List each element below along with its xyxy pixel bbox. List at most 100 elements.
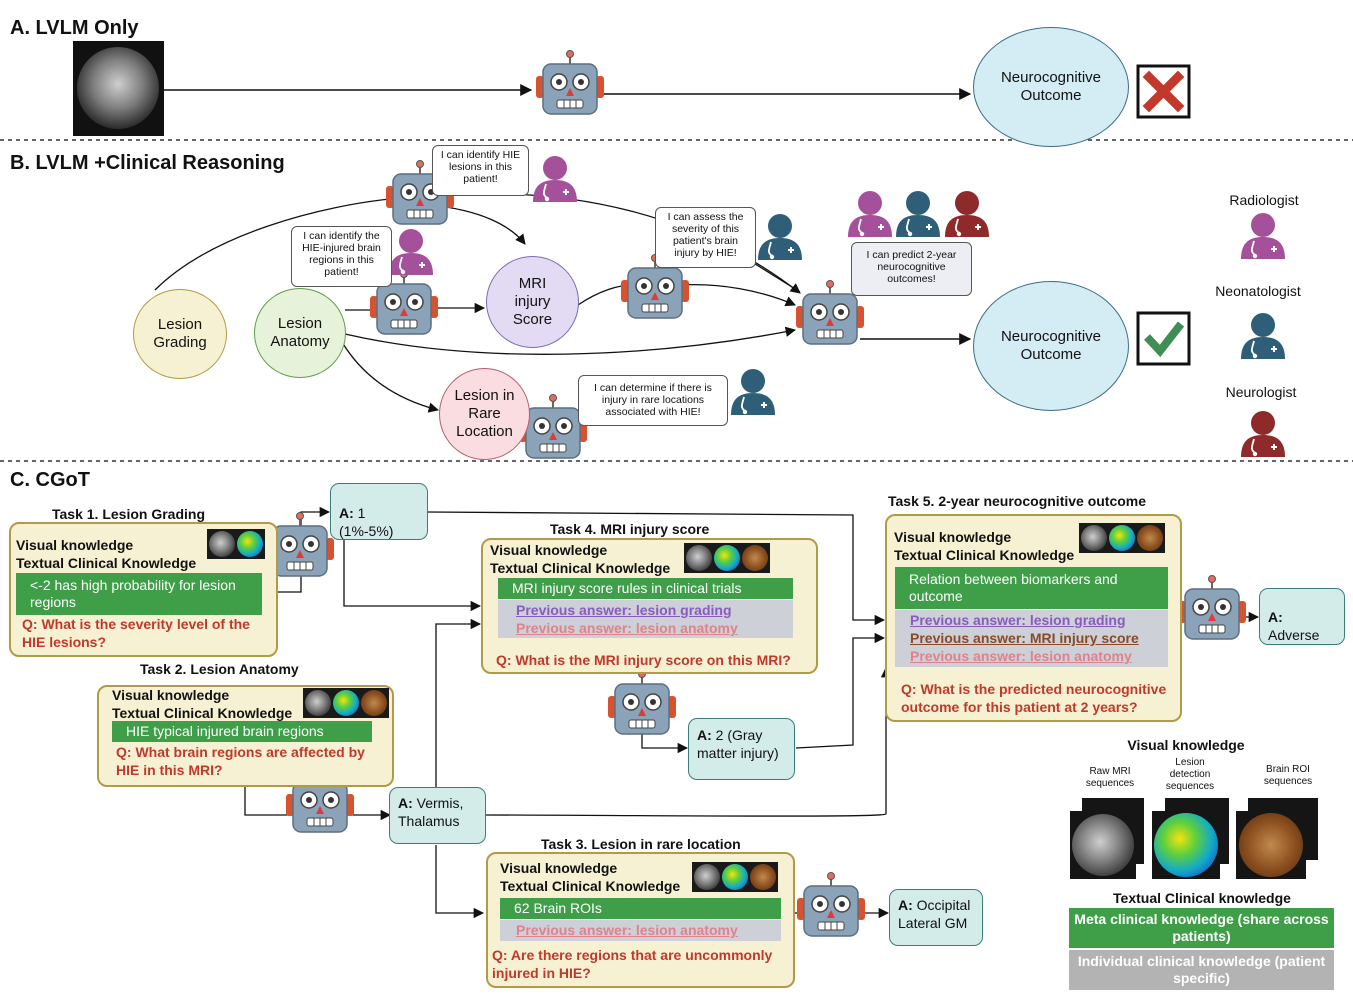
lesion-grading-node: Lesion Grading: [133, 289, 227, 379]
roi-thumb: [361, 690, 387, 716]
role-label-neurologist: Neurologist: [1225, 384, 1297, 400]
previous-answer-link[interactable]: Previous answer: lesion anatomy: [516, 922, 738, 938]
answer-prefix: A:: [398, 795, 413, 811]
node-label: Lesion Grading: [153, 316, 207, 351]
legend-detection-label: Lesion detection sequences: [1165, 757, 1215, 792]
robot-icon: [1177, 574, 1247, 640]
visual-thumbnails: [1079, 523, 1165, 553]
detection-thumb: [1109, 525, 1135, 551]
clinical-knowledge-bar: <-2 has high probability for lesion regi…: [16, 573, 262, 615]
section-b-title: B. LVLM +Clinical Reasoning: [10, 152, 285, 174]
neonatologist-icon: [730, 368, 776, 416]
detection-stack: [1152, 811, 1220, 879]
speech-bubble: I can identify the HIE-injured brain reg…: [291, 226, 392, 287]
individual-knowledge-bar: Individual clinical knowledge (patient s…: [1069, 950, 1334, 990]
detection-thumb: [714, 545, 740, 571]
task-title: Task 4. MRI injury score: [550, 521, 710, 537]
previous-answer-link[interactable]: Previous answer: MRI injury score: [910, 630, 1139, 646]
previous-answer-link[interactable]: Previous answer: lesion grading: [910, 612, 1126, 628]
mri-thumb: [1081, 525, 1107, 551]
previous-answer-link[interactable]: Previous answer: lesion grading: [516, 602, 732, 618]
robot-icon: [518, 393, 588, 459]
patient-knowledge-bar: [498, 600, 793, 638]
role-label-radiologist: Radiologist: [1229, 192, 1299, 208]
previous-answer-link[interactable]: Previous answer: lesion anatomy: [910, 648, 1132, 664]
detection-thumb: [237, 531, 263, 557]
clinical-knowledge-bar: 62 Brain ROIs: [500, 898, 781, 919]
answer-text: Occipital Lateral GM: [898, 897, 971, 931]
section-c-title: C. CGoT: [10, 469, 90, 491]
visual-knowledge-label: Visual knowledge: [894, 529, 1012, 545]
answer-text: Vermis, Thalamus: [398, 795, 464, 829]
roi-thumb: [742, 545, 768, 571]
textual-knowledge-label: Textual Clinical Knowledge: [112, 705, 293, 721]
detection-thumb: [1154, 813, 1218, 877]
textual-knowledge-label: Textual Clinical Knowledge: [500, 878, 681, 894]
neurologist-icon: [944, 190, 990, 238]
visual-thumbnails: [303, 688, 389, 718]
cross-icon: [1142, 70, 1185, 113]
mri-thumb: [686, 545, 712, 571]
mri-thumb: [694, 864, 720, 890]
task-title: Task 3. Lesion in rare location: [541, 836, 741, 852]
answer-prefix: A:: [898, 897, 913, 913]
radiologist-icon: [847, 190, 893, 238]
task-title: Task 5. 2-year neurocognitive outcome: [888, 493, 1147, 509]
outcome-label: Neurocognitive Outcome: [1000, 69, 1102, 104]
answer-text: 2 (Gray matter injury): [697, 727, 779, 761]
visual-thumbnails: [207, 529, 265, 559]
patient-knowledge-bar: [895, 610, 1168, 667]
visual-thumbnails: [684, 543, 770, 573]
roi-thumb: [1239, 813, 1303, 877]
speech-bubble: I can determine if there is injury in ra…: [578, 375, 728, 426]
radiologist-icon: [388, 228, 434, 276]
mri-thumb: [209, 531, 235, 557]
speech-bubble: I can assess the severity of this patien…: [655, 207, 756, 268]
clinical-knowledge-bar: Relation between biomarkers and outcome: [895, 567, 1168, 609]
answer-box-1: A: 1 (1%-5%): [330, 483, 428, 540]
visual-knowledge-label: Visual knowledge: [16, 537, 134, 553]
speech-bubble: I can predict 2-year neurocognitive outc…: [851, 242, 972, 296]
node-label: MRI injury Score: [512, 275, 553, 328]
clinical-knowledge-bar: MRI injury score rules in clinical trial…: [498, 578, 793, 599]
legend-textual-title: Textual Clinical knowledge: [1113, 890, 1291, 906]
previous-answer-link[interactable]: Previous answer: lesion anatomy: [516, 620, 738, 636]
textual-knowledge-label: Textual Clinical Knowledge: [490, 560, 671, 576]
neonatologist-legend-icon: [1240, 312, 1286, 360]
detection-thumb: [722, 864, 748, 890]
visual-knowledge-label: Visual knowledge: [500, 860, 618, 876]
roi-stack: [1236, 811, 1306, 879]
mri-thumb: [1072, 814, 1134, 876]
answer-prefix: A:: [339, 505, 354, 521]
answer-box-3: A: Occipital Lateral GM: [889, 889, 983, 946]
visual-thumbnails: [692, 862, 778, 892]
answer-box-5: A: Adverse: [1259, 588, 1345, 645]
radiologist-icon: [532, 155, 578, 203]
neurologist-legend-icon: [1240, 410, 1286, 458]
textual-knowledge-label: Textual Clinical Knowledge: [894, 547, 1075, 563]
detection-thumb: [333, 690, 359, 716]
answer-text: Adverse: [1268, 627, 1320, 643]
check-icon: [1144, 321, 1185, 358]
answer-text: 1 (1%-5%): [339, 505, 394, 539]
task-question: Q: What brain regions are affected by HI…: [116, 744, 365, 778]
legend-visual-title: Visual knowledge: [1127, 737, 1245, 753]
textual-knowledge-label: Textual Clinical Knowledge: [16, 555, 197, 571]
legend-roi-label: Brain ROI sequences: [1263, 764, 1313, 787]
answer-box-2: A: Vermis, Thalamus: [389, 787, 486, 844]
radiologist-legend-icon: [1240, 212, 1286, 260]
outcome-node-b: Neurocognitive Outcome: [973, 281, 1129, 411]
outcome-label: Neurocognitive Outcome: [1000, 328, 1102, 363]
patient-knowledge-bar: [500, 920, 781, 941]
lesion-anatomy-node: Lesion Anatomy: [254, 288, 346, 378]
legend-raw-label: Raw MRI sequences: [1085, 766, 1135, 789]
task-question: Q: What is the predicted neurocognitive …: [901, 681, 1167, 715]
lesion-rare-location-node: Lesion in Rare Location: [439, 368, 530, 460]
answer-box-4: A: 2 (Gray matter injury): [688, 718, 795, 780]
answer-prefix: A:: [1268, 609, 1283, 625]
meta-knowledge-bar: Meta clinical knowledge (share across pa…: [1069, 908, 1334, 948]
visual-knowledge-label: Visual knowledge: [112, 687, 230, 703]
task-title: Task 1. Lesion Grading: [52, 506, 206, 522]
neonatologist-icon: [757, 213, 803, 261]
